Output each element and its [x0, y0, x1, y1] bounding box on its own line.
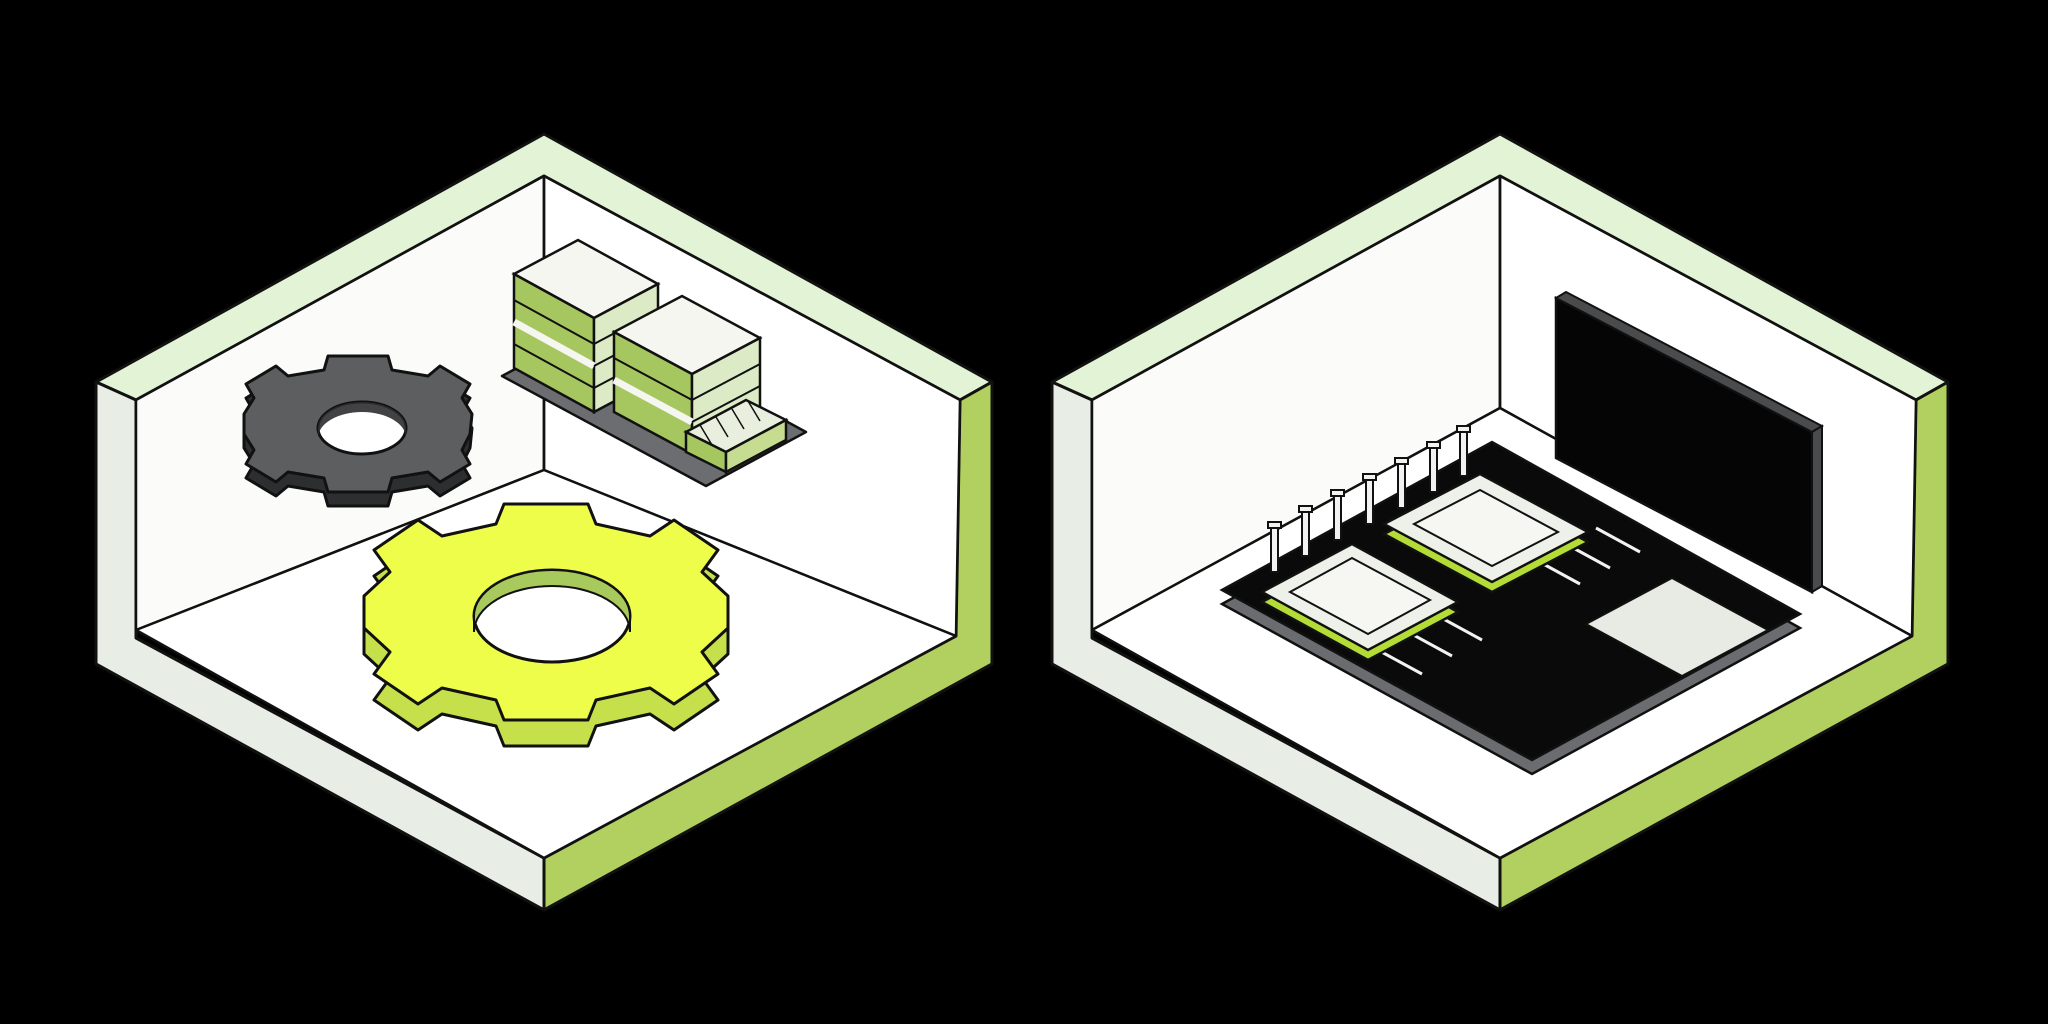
gear-icon — [362, 502, 730, 748]
board-panel — [1583, 576, 1771, 678]
crate-icon — [683, 398, 789, 475]
room-right — [1050, 132, 1950, 912]
gear-icon — [242, 354, 474, 508]
pin-row — [1267, 425, 1471, 573]
chip-icon — [1259, 542, 1461, 662]
chip-icon — [1381, 472, 1591, 594]
monitor-icon — [1553, 290, 1825, 595]
room-left — [94, 132, 994, 912]
server-stack-icon — [611, 294, 763, 457]
